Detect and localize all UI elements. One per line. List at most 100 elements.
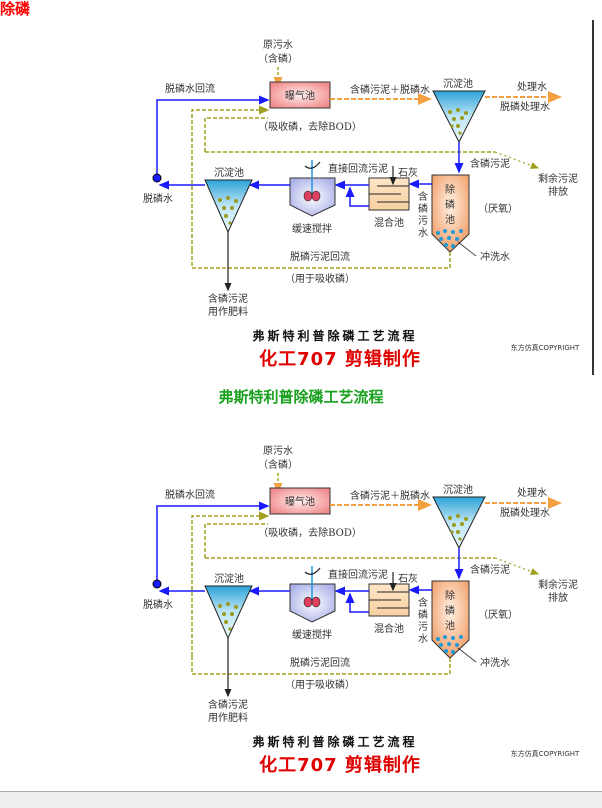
sludge-return-note: （用于吸收磷） [285,272,355,285]
dephos-treated-water-label: 脱磷处理水 [500,100,550,113]
sludge-return-upper-line [191,511,270,656]
impeller-left-icon [303,190,313,202]
settling-tank-left [204,585,253,640]
mix-tank-baffles [369,185,409,203]
sludge-plus-water-label: 含磷污泥＋脱磷水 [350,83,430,96]
excess-sludge-label-1: 剩余污泥 [538,578,578,591]
aeration-note-label: （吸收磷，去除BOD） [258,526,362,539]
phos-wastewater-char-1: 含 [418,596,428,609]
phos-wastewater-char-3: 污 [418,215,428,227]
sludge-plus-water-label: 含磷污泥＋脱磷水 [350,489,430,502]
sludge-particles-left [218,196,238,225]
aeration-tank [269,487,331,515]
wash-water-label: 冲洗水 [480,656,510,669]
anaerobic-label: （厌氧） [478,608,518,621]
raw-water-label: 原污水 [263,39,293,51]
wash-water-pointer [457,647,477,663]
dephos-tank-char-2: 磷 [445,604,455,617]
phos-wastewater-char-3: 污 [418,621,428,633]
settling-tank-top [432,496,486,550]
stirrer-rotation-icon [304,161,321,169]
mix-recirculation-line [345,592,369,613]
flow-diagram-svg: 原污水 （含磷） 曝气池 （吸收磷，去除BOD） 脱磷水回流 含磷污泥＋脱磷水 … [143,39,580,370]
settling-tank-left-label: 沉淀池 [214,572,244,585]
phos-wastewater-char-4: 水 [418,633,428,645]
dephos-tank-char-1: 除 [445,589,455,602]
dephos-treated-water-label: 脱磷处理水 [500,506,550,519]
excess-sludge-label-2: 排放 [548,591,568,604]
mix-tank-label: 混合池 [374,622,404,635]
raw-water-label: 原污水 [263,445,293,457]
sludge-particles [448,514,468,541]
direct-return-inner-line [204,117,268,152]
anaerobic-label: （厌氧） [478,202,518,215]
flow-diagram-svg: 原污水 （含磷） 曝气池 （吸收磷，去除BOD） 脱磷水回流 含磷污泥＋脱磷水 … [143,445,580,776]
sludge-return-bottom-line [191,656,451,675]
return-water-label: 脱磷水回流 [165,488,215,501]
sludge-return-label: 脱磷污泥回流 [290,250,350,263]
dephos-water-label: 脱磷水 [143,192,173,205]
return-water-line [156,501,270,586]
page-title: 除磷 [0,0,31,18]
mix-tank-baffles [369,591,409,609]
direct-return-label: 直接回流污泥 [328,162,388,175]
copyright-text: 东方仿真COPYRIGHT [511,749,580,758]
dephos-water-label: 脱磷水 [143,598,173,611]
dephos-tank-char-2: 磷 [445,198,455,211]
sludge-return-upper-line [191,105,270,250]
settling-tank-top-label: 沉淀池 [443,483,473,496]
raw-water-sub-label: （含磷） [258,458,298,471]
stirrer-rotation-icon [304,567,321,575]
aeration-tank-label: 曝气池 [285,495,315,508]
wash-water-label: 冲洗水 [480,250,510,263]
settling-tank-top-label: 沉淀池 [443,77,473,90]
copyright-text: 东方仿真COPYRIGHT [511,343,580,352]
phos-sludge-label: 含磷污泥 [470,563,510,576]
excess-sludge-label-1: 剩余污泥 [538,172,578,185]
wash-water-pointer [457,241,477,257]
phos-sludge-label: 含磷污泥 [470,157,510,170]
settling-tank-left-label: 沉淀池 [214,166,244,179]
sludge-return-note: （用于吸收磷） [285,678,355,691]
aeration-tank-label: 曝气池 [285,89,315,102]
excess-sludge-label-2: 排放 [548,185,568,198]
lime-label: 石灰 [398,572,418,585]
credit-text: 化工707 剪辑制作 [259,348,421,370]
phos-wastewater-char-4: 水 [418,227,428,239]
wash-water-bubbles [436,229,463,248]
direct-return-inner-line [204,523,268,558]
aeration-tank [269,81,331,109]
diagram-panel-2: 原污水 （含磷） 曝气池 （吸收磷，去除BOD） 脱磷水回流 含磷污泥＋脱磷水 … [140,408,592,780]
wash-water-bubbles [436,635,463,654]
impeller-right-icon [311,190,321,202]
green-caption: 弗斯特利普除磷工艺流程 [218,388,384,406]
mix-recirculation-line [345,186,369,207]
slow-mix-label: 缓速搅拌 [292,222,332,235]
phos-wastewater-char-2: 磷 [418,608,428,621]
dephos-tank-char-3: 池 [445,619,455,632]
impeller-left-icon [303,596,313,608]
lime-label: 石灰 [398,166,418,179]
sludge-return-label: 脱磷污泥回流 [290,656,350,669]
sludge-return-bottom-line [191,250,451,269]
sludge-particles [448,108,468,135]
dephos-tank-char-3: 池 [445,213,455,226]
pump-node-icon [152,579,162,589]
settling-tank-top [432,90,486,144]
settling-tank-left [204,179,253,234]
diagram-panel-1: 原污水 （含磷） 曝气池 （吸收磷，去除BOD） 脱磷水回流 含磷污泥＋脱磷水 … [140,20,594,375]
treated-water-label: 处理水 [517,487,547,499]
mix-tank-label: 混合池 [374,216,404,229]
slow-mix-label: 缓速搅拌 [292,628,332,641]
sludge-particles-left [218,602,238,631]
direct-return-label: 直接回流污泥 [328,568,388,581]
pump-node-icon [152,173,162,183]
fertilizer-label-1: 含磷污泥 [208,292,248,305]
fertilizer-label-2: 用作肥料 [208,711,248,724]
raw-water-sub-label: （含磷） [258,52,298,65]
return-water-line [156,95,270,180]
impeller-right-icon [311,596,321,608]
fertilizer-label-2: 用作肥料 [208,305,248,318]
phos-wastewater-char-1: 含 [418,190,428,203]
dephos-tank-char-1: 除 [445,183,455,196]
